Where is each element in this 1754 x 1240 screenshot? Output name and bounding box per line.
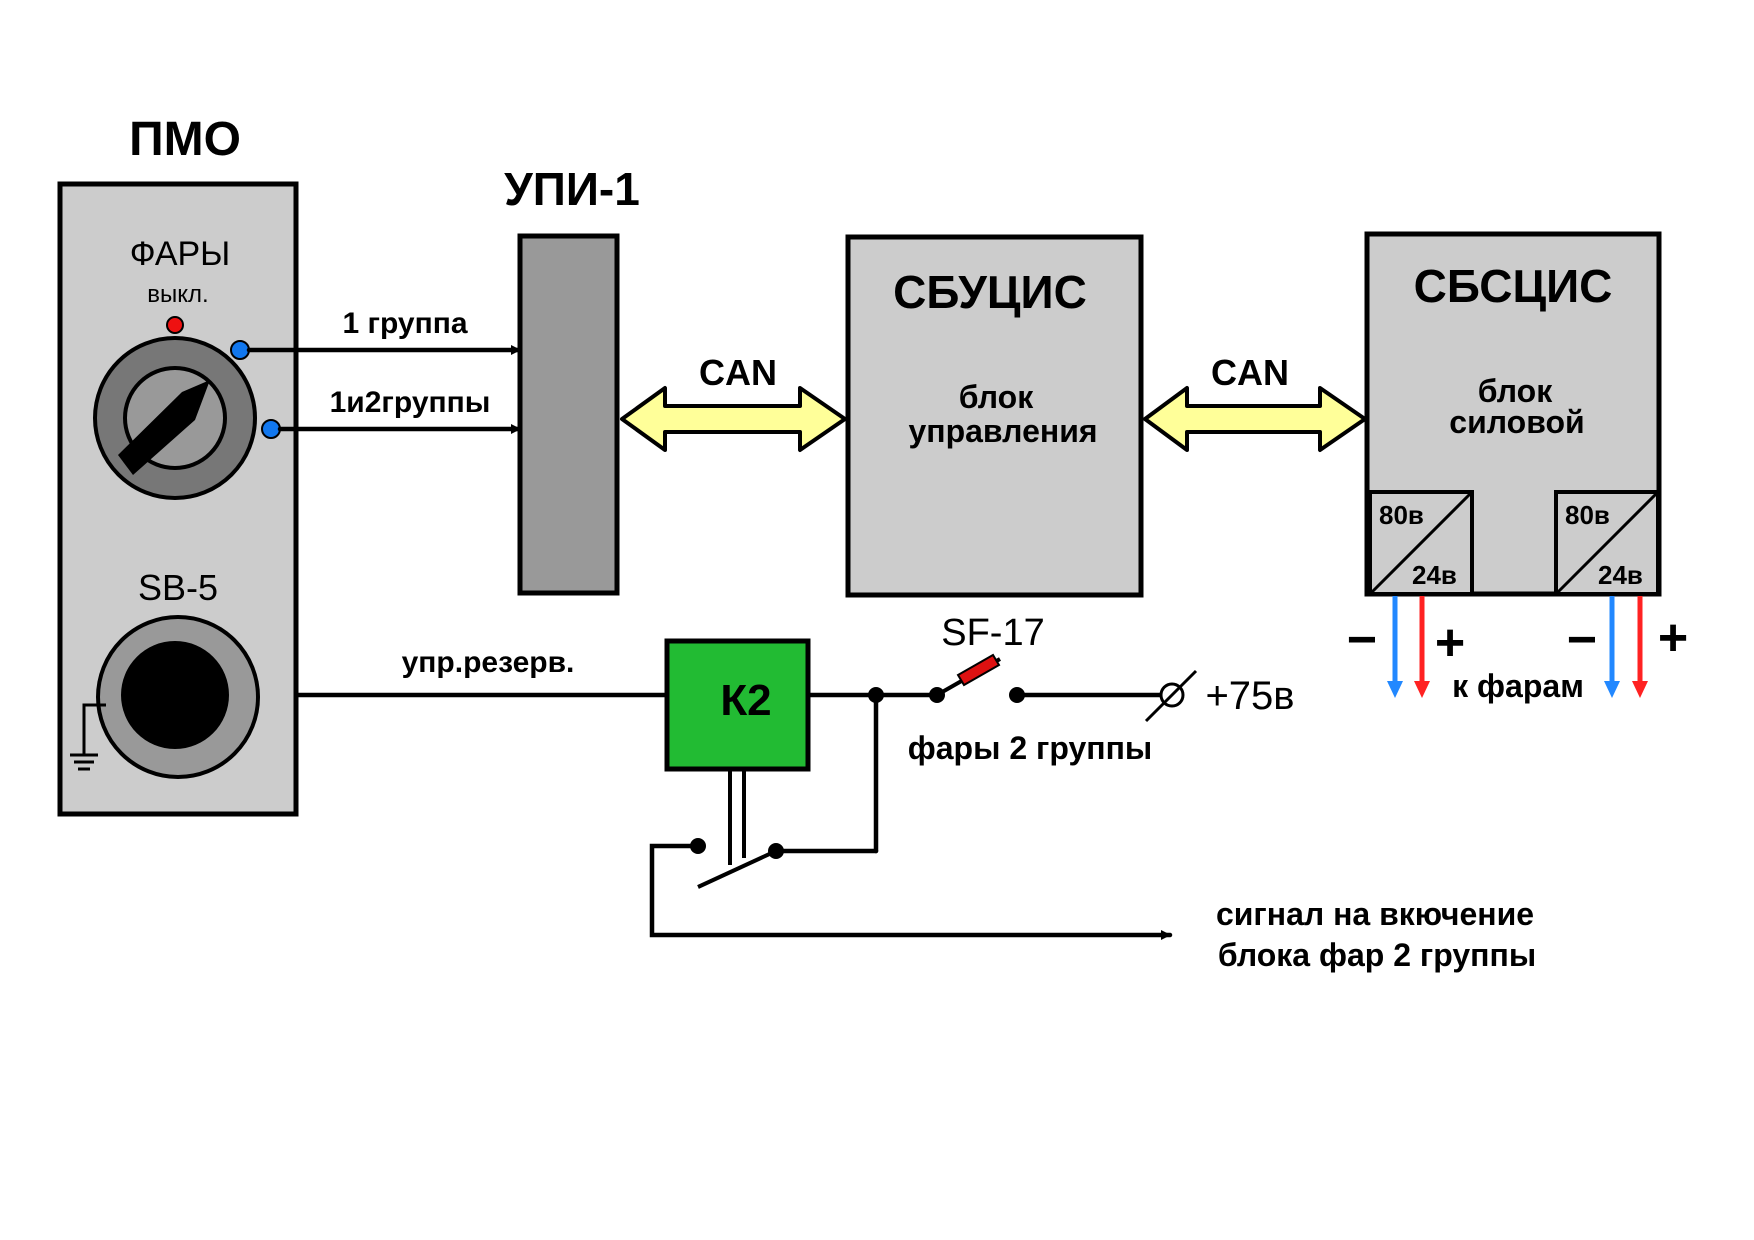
breaker-caption: фары 2 группы: [908, 730, 1152, 766]
converter-right: 80в 24в: [1554, 490, 1660, 596]
relay-k2-label: К2: [720, 676, 771, 725]
sb5-button: [96, 615, 260, 779]
off-indicator-dot: [166, 316, 184, 334]
ground-icon: [70, 703, 106, 771]
breaker-label: SF-17: [941, 612, 1044, 654]
supply-terminal-icon: [1144, 669, 1198, 723]
output-wires-right: [1604, 596, 1648, 698]
lights-rotary-switch: [93, 336, 257, 500]
lights-switch-label: ФАРЫ: [130, 235, 231, 273]
upi-title: УПИ-1: [504, 163, 640, 215]
sbscis-title: СБСЦИС: [1414, 260, 1613, 312]
plus-sign-left: +: [1435, 614, 1465, 672]
plus-sign-right: +: [1658, 609, 1688, 667]
sbucis-line2: управления: [908, 413, 1097, 449]
converter-left-out: 24в: [1412, 560, 1457, 590]
upi-block: [517, 233, 620, 596]
converter-right-out: 24в: [1598, 560, 1643, 590]
relay-contact-arm: [697, 849, 777, 889]
can-arrow-left: [620, 386, 847, 452]
wire-signal-output: [649, 843, 1173, 940]
can-label-right: CAN: [1211, 352, 1289, 393]
minus-sign-right: −: [1567, 611, 1597, 669]
sb5-label: SB-5: [138, 567, 218, 608]
breaker-handle-icon: [956, 653, 1001, 687]
off-label: выкл.: [147, 281, 208, 308]
minus-sign-left: −: [1347, 611, 1377, 669]
signal-label-line1: сигнал на вкючение: [1216, 896, 1534, 932]
converter-left: 80в 24в: [1368, 490, 1474, 596]
converter-left-in: 80в: [1379, 500, 1424, 530]
to-lights-label: к фарам: [1452, 668, 1584, 704]
sbucis-title: СБУЦИС: [893, 266, 1087, 318]
terminal-group12: [261, 419, 281, 439]
switch-pointer-icon: [118, 380, 210, 475]
supply-voltage-label: +75в: [1205, 674, 1294, 718]
output-wires-left: [1387, 596, 1430, 698]
wire-group1-label: 1 группа: [342, 307, 467, 340]
wire-reserve-label: упр.резерв.: [402, 646, 575, 679]
terminal-group1: [230, 340, 250, 360]
relay-k2: [664, 638, 811, 772]
signal-label-line2: блока фар 2 группы: [1218, 937, 1536, 973]
sbucis-block: [845, 234, 1144, 598]
converter-right-in: 80в: [1565, 500, 1610, 530]
pmo-title: ПМО: [129, 113, 241, 166]
can-label-left: CAN: [699, 352, 777, 393]
sbucis-line1: блок: [959, 379, 1034, 415]
sbscis-line1: блок: [1478, 373, 1553, 409]
wire-group12-label: 1и2группы: [330, 386, 491, 419]
can-arrow-right: [1143, 386, 1367, 452]
sbscis-line2: силовой: [1449, 404, 1584, 440]
